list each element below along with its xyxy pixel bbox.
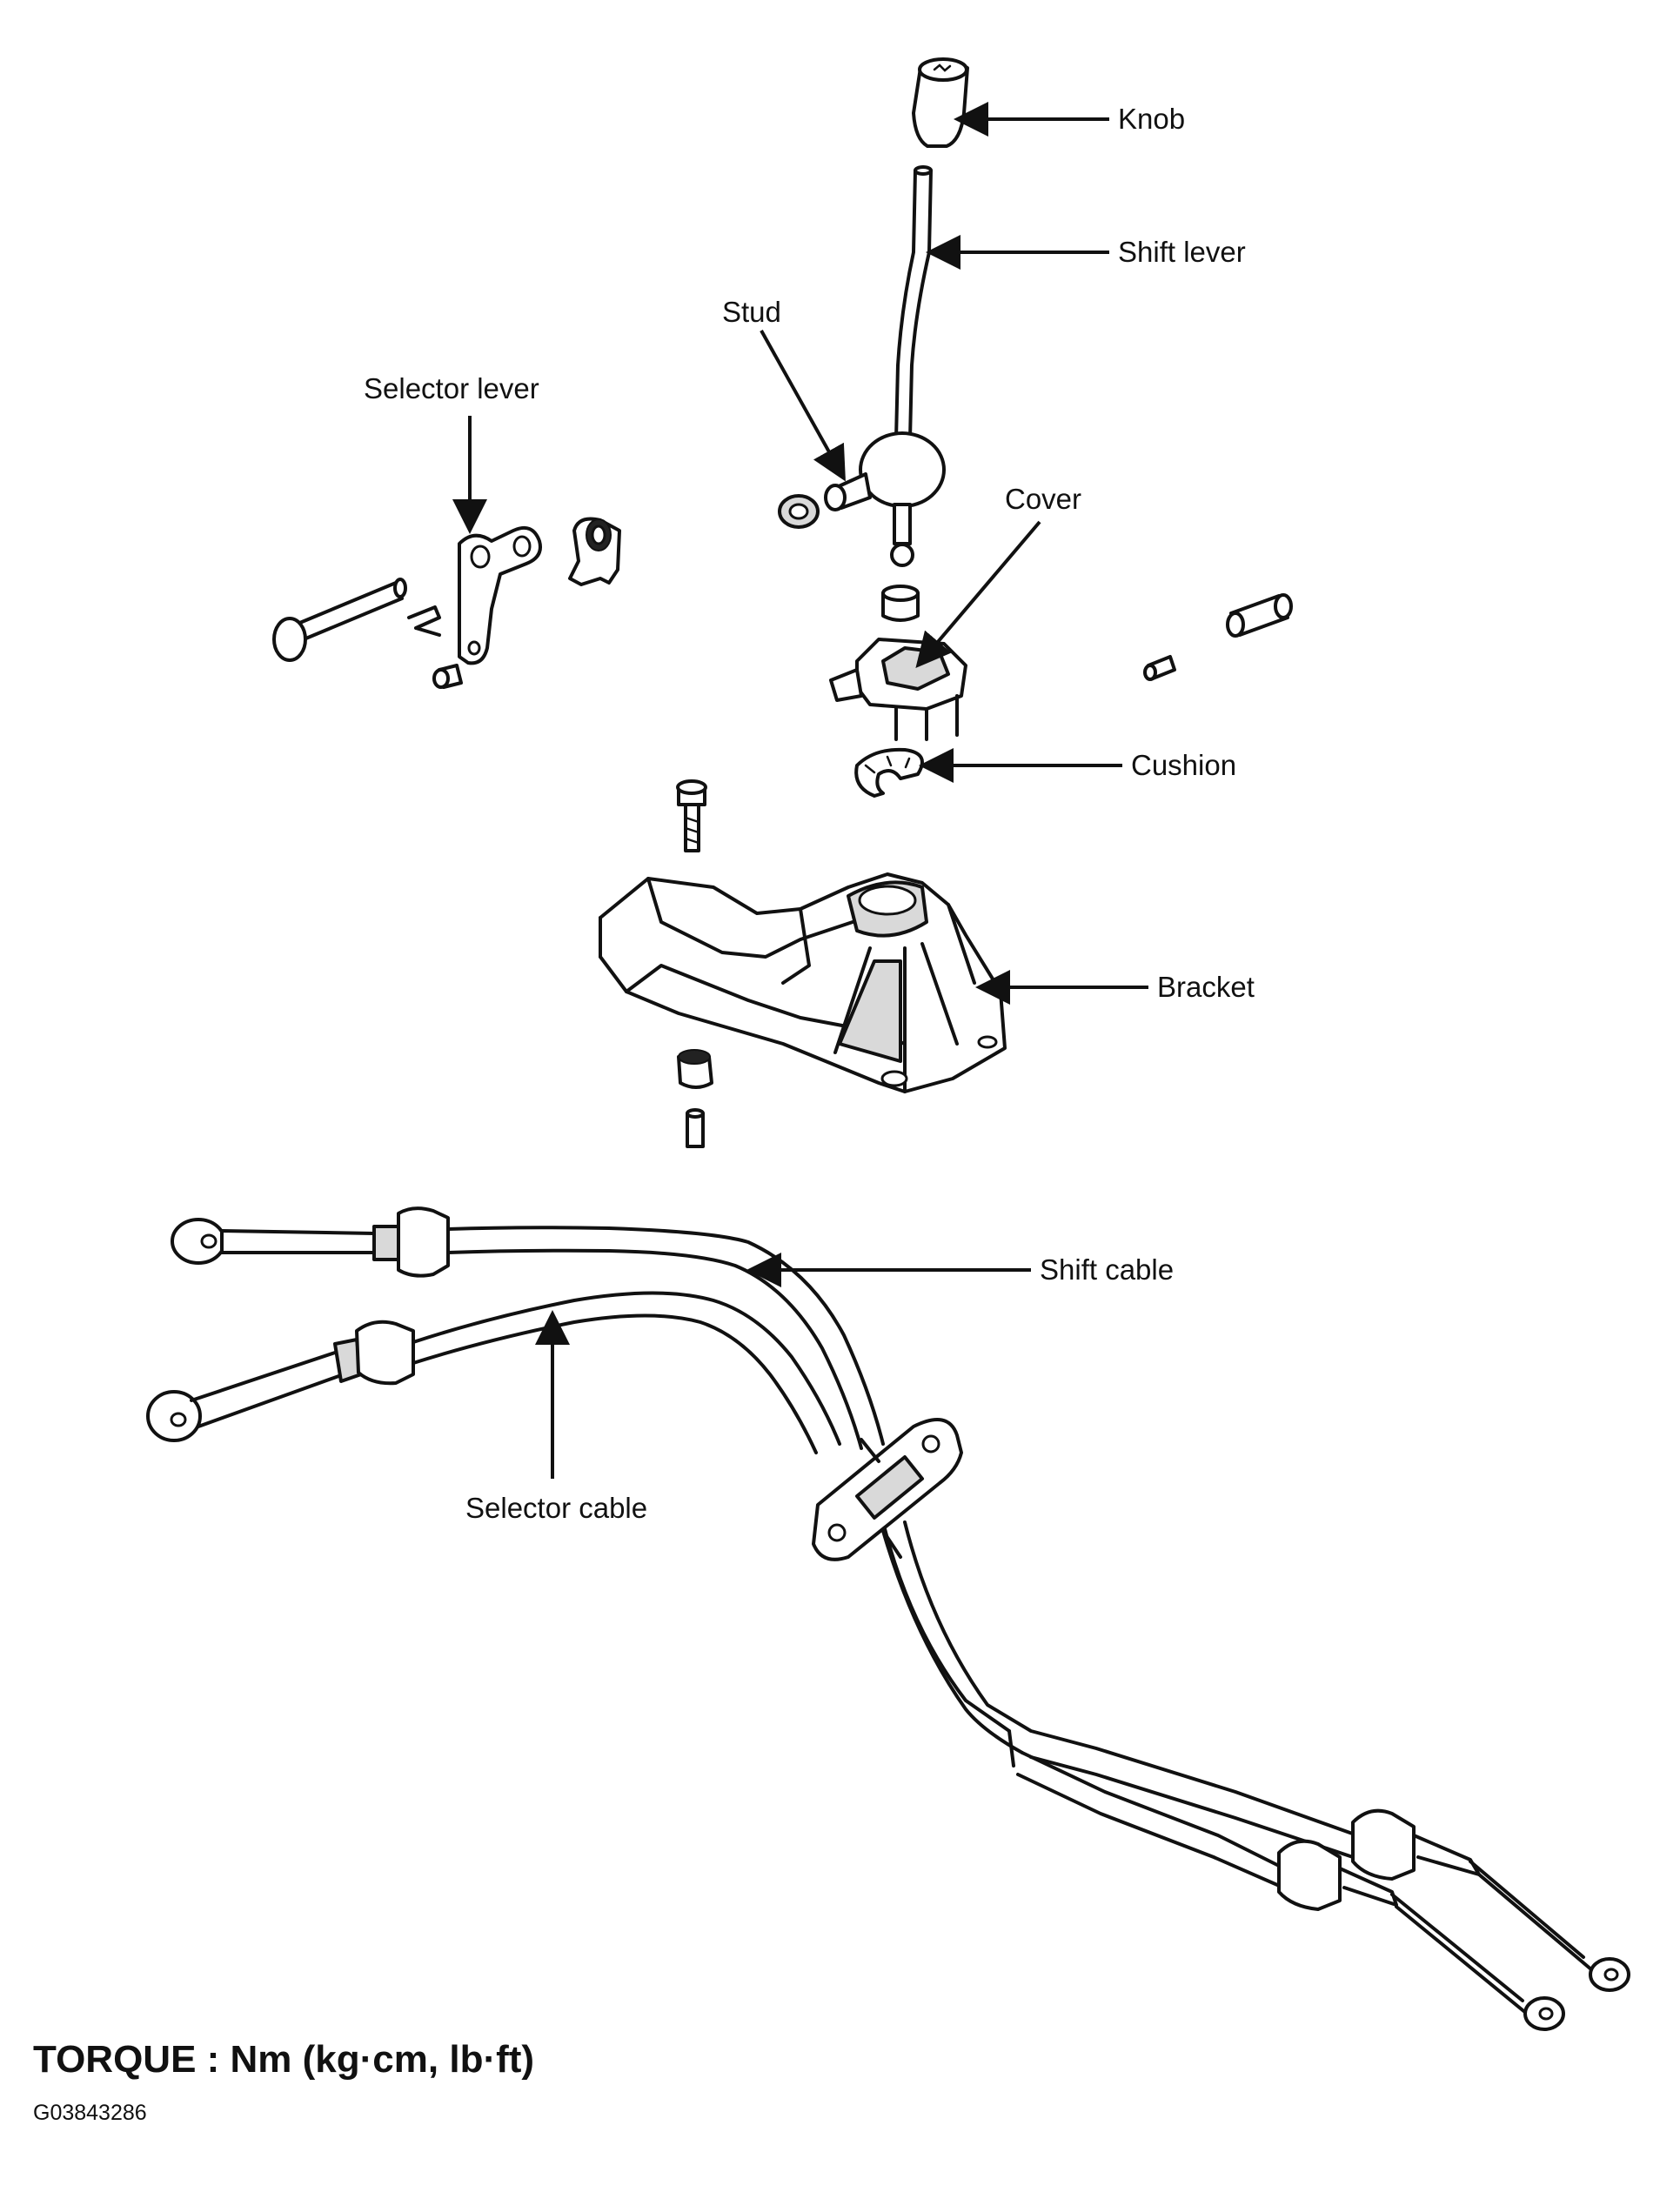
pins-part — [1143, 593, 1293, 681]
cover-label: Cover — [1005, 483, 1081, 515]
bracket-label: Bracket — [1157, 971, 1255, 1003]
bracket-part — [599, 872, 1007, 1093]
selector-lever-callout: Selector lever — [364, 372, 539, 534]
torque-heading: TORQUE : Nm (kg·cm, lb·ft) — [33, 2038, 534, 2081]
selector-cable-callout: Selector cable — [465, 1310, 647, 1524]
cover-callout: Cover — [915, 483, 1081, 669]
stud-label: Stud — [722, 296, 781, 328]
cushion-callout: Cushion — [919, 748, 1236, 783]
shift-lever-callout: Shift lever — [926, 235, 1246, 270]
cushion-label: Cushion — [1131, 749, 1236, 781]
shift-lever-label: Shift lever — [1118, 236, 1246, 268]
figure-code: G03843286 — [33, 2101, 147, 2125]
stud-part — [778, 472, 872, 529]
selector-cable-part — [146, 1291, 1565, 2031]
knob-label: Knob — [1118, 103, 1185, 135]
stud-callout: Stud — [722, 296, 846, 482]
selector-lever-label: Selector lever — [364, 372, 539, 404]
knob-part — [912, 57, 969, 148]
shift-cable-label: Shift cable — [1040, 1253, 1174, 1286]
bracket-callout: Bracket — [975, 970, 1255, 1005]
selector-lever-part — [272, 517, 621, 689]
shift-lever-part — [859, 165, 946, 567]
shift-cable-callout: Shift cable — [746, 1253, 1174, 1287]
cover-part — [829, 638, 967, 741]
lower-bushing-part — [677, 1049, 713, 1148]
selector-cable-label: Selector cable — [465, 1492, 647, 1524]
shift-cable-part — [171, 1206, 1630, 1992]
knob-callout: Knob — [954, 102, 1185, 137]
cushion-part — [854, 747, 924, 798]
cable-grommet-part — [812, 1418, 963, 1561]
bolt-part — [676, 779, 707, 852]
bushing-part — [881, 585, 920, 622]
